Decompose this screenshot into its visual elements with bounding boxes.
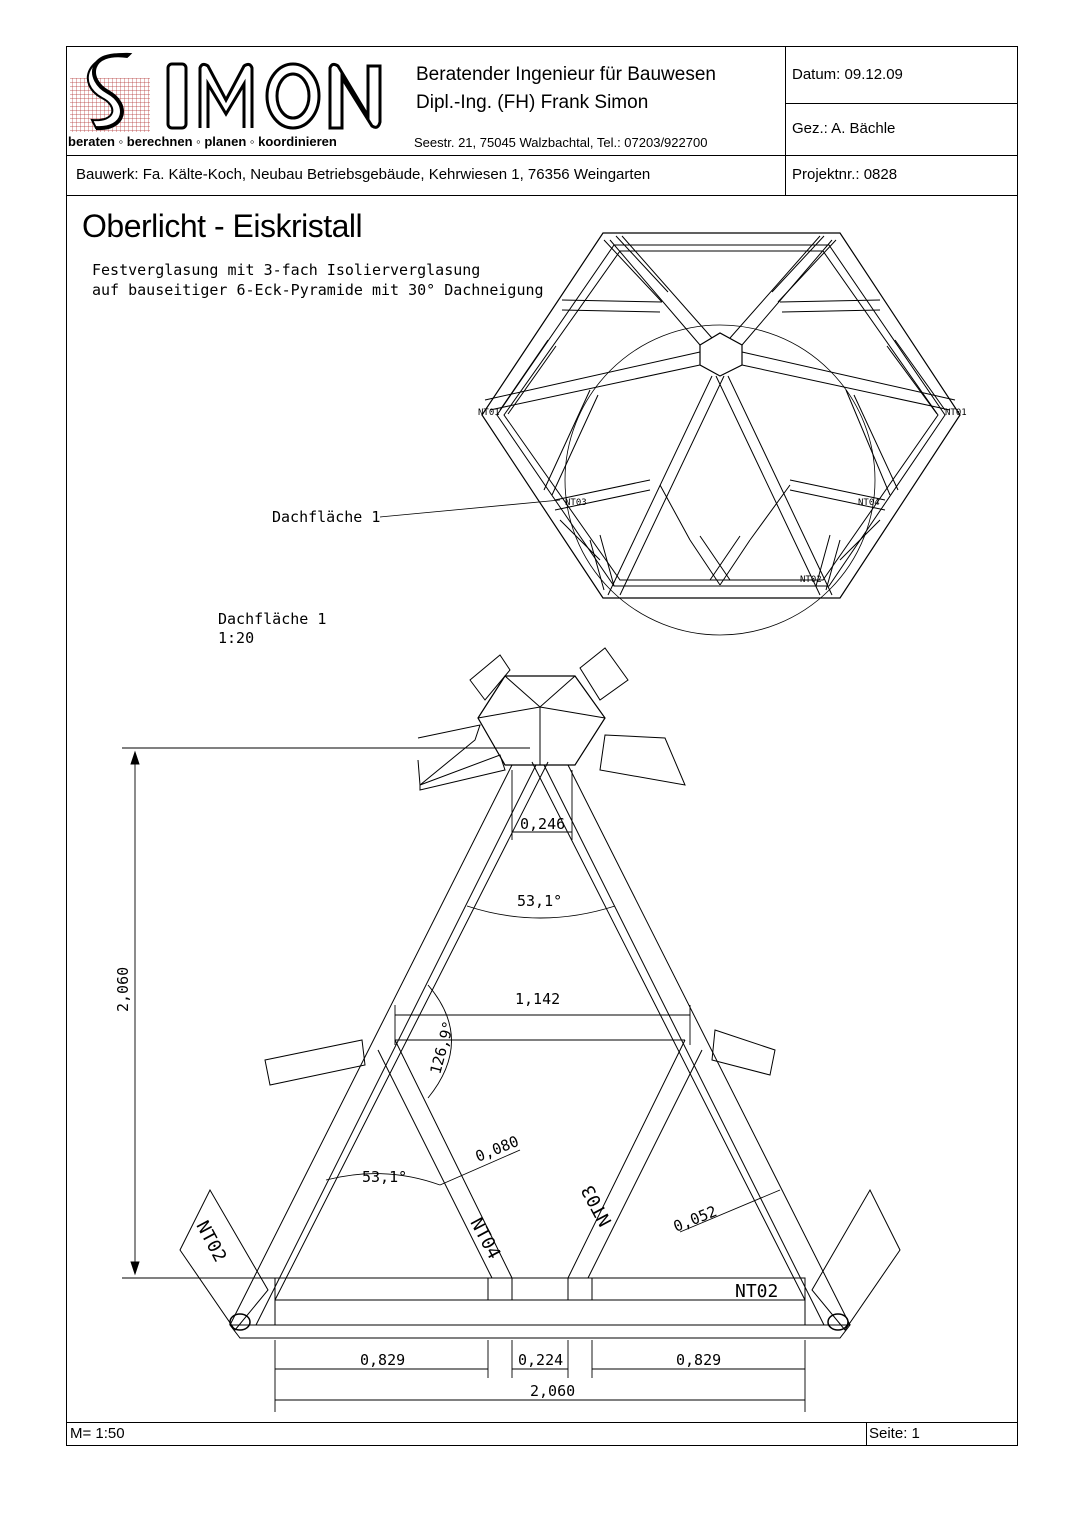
plan-label-nt03: NT03 <box>565 498 587 508</box>
footer-scale: M= 1:50 <box>70 1425 125 1442</box>
hexagon-plan-view <box>481 232 961 636</box>
detail-title: Dachfläche 1 <box>218 610 327 628</box>
bauwerk-field: Bauwerk: Fa. Kälte-Koch, Neubau Betriebs… <box>76 166 651 183</box>
projekt-field: Projektnr.: 0828 <box>792 166 898 183</box>
meta-column-divider <box>785 46 786 195</box>
simon-logo <box>70 52 382 132</box>
detail-view <box>179 647 901 1339</box>
office-line-2: Dipl.-Ing. (FH) Frank Simon <box>416 92 649 113</box>
dim-base-mid: 0,224 <box>518 1351 563 1369</box>
dimension-lines <box>122 747 806 1412</box>
profile-label-nt02-left: NT02 <box>192 1217 231 1265</box>
profile-label-nt02: NT02 <box>735 1281 778 1302</box>
dim-top-gap: 0,246 <box>520 815 565 833</box>
plan-label-nt01-left: NT01 <box>478 408 500 418</box>
footer-page: Seite: 1 <box>869 1425 920 1442</box>
dim-angle-top: 53,1° <box>517 892 562 910</box>
dim-profile-width: 0,052 <box>671 1202 720 1236</box>
callout-dachflaeche: Dachfläche 1 <box>272 508 381 526</box>
meta-divider-1 <box>785 103 1018 104</box>
plan-label-nt04: NT04 <box>858 498 880 508</box>
dim-height: 2,060 <box>114 967 132 1012</box>
dim-angle-bottom: 53,1° <box>362 1168 407 1186</box>
profile-label-nt04: NT04 <box>466 1214 505 1262</box>
gez-field: Gez.: A. Bächle <box>792 120 896 137</box>
note-line-1: Festverglasung mit 3-fach Isolierverglas… <box>92 261 481 279</box>
detail-scale: 1:20 <box>218 629 255 647</box>
dim-mid-width: 1,142 <box>515 990 560 1008</box>
dim-angle-side: 126,9° <box>426 1019 457 1076</box>
dim-bar-width: 0,080 <box>473 1132 522 1166</box>
header-divider <box>66 155 1018 156</box>
note-line-2: auf bauseitiger 6-Eck-Pyramide mit 30° D… <box>92 281 544 299</box>
dim-base-total: 2,060 <box>530 1382 575 1400</box>
dim-base-right: 0,829 <box>676 1351 721 1369</box>
dim-base-left: 0,829 <box>360 1351 405 1369</box>
datum-field: Datum: 09.12.09 <box>792 66 903 83</box>
plan-label-nt01-right: NT01 <box>945 408 967 418</box>
footer-column-divider <box>866 1422 867 1446</box>
bauwerk-divider <box>66 195 1018 196</box>
profile-label-nt03: NT03 <box>578 1181 617 1229</box>
office-address: Seestr. 21, 75045 Walzbachtal, Tel.: 072… <box>414 135 708 150</box>
logo-tagline: beraten ◦ berechnen ◦ planen ◦ koordinie… <box>68 134 337 149</box>
footer-divider <box>66 1422 1018 1423</box>
drawing-frame <box>66 46 1018 1446</box>
drawing-title: Oberlicht - Eiskristall <box>82 208 363 244</box>
plan-label-nt02-bottom: NT02 <box>800 575 822 585</box>
office-line-1: Beratender Ingenieur für Bauwesen <box>416 64 716 85</box>
